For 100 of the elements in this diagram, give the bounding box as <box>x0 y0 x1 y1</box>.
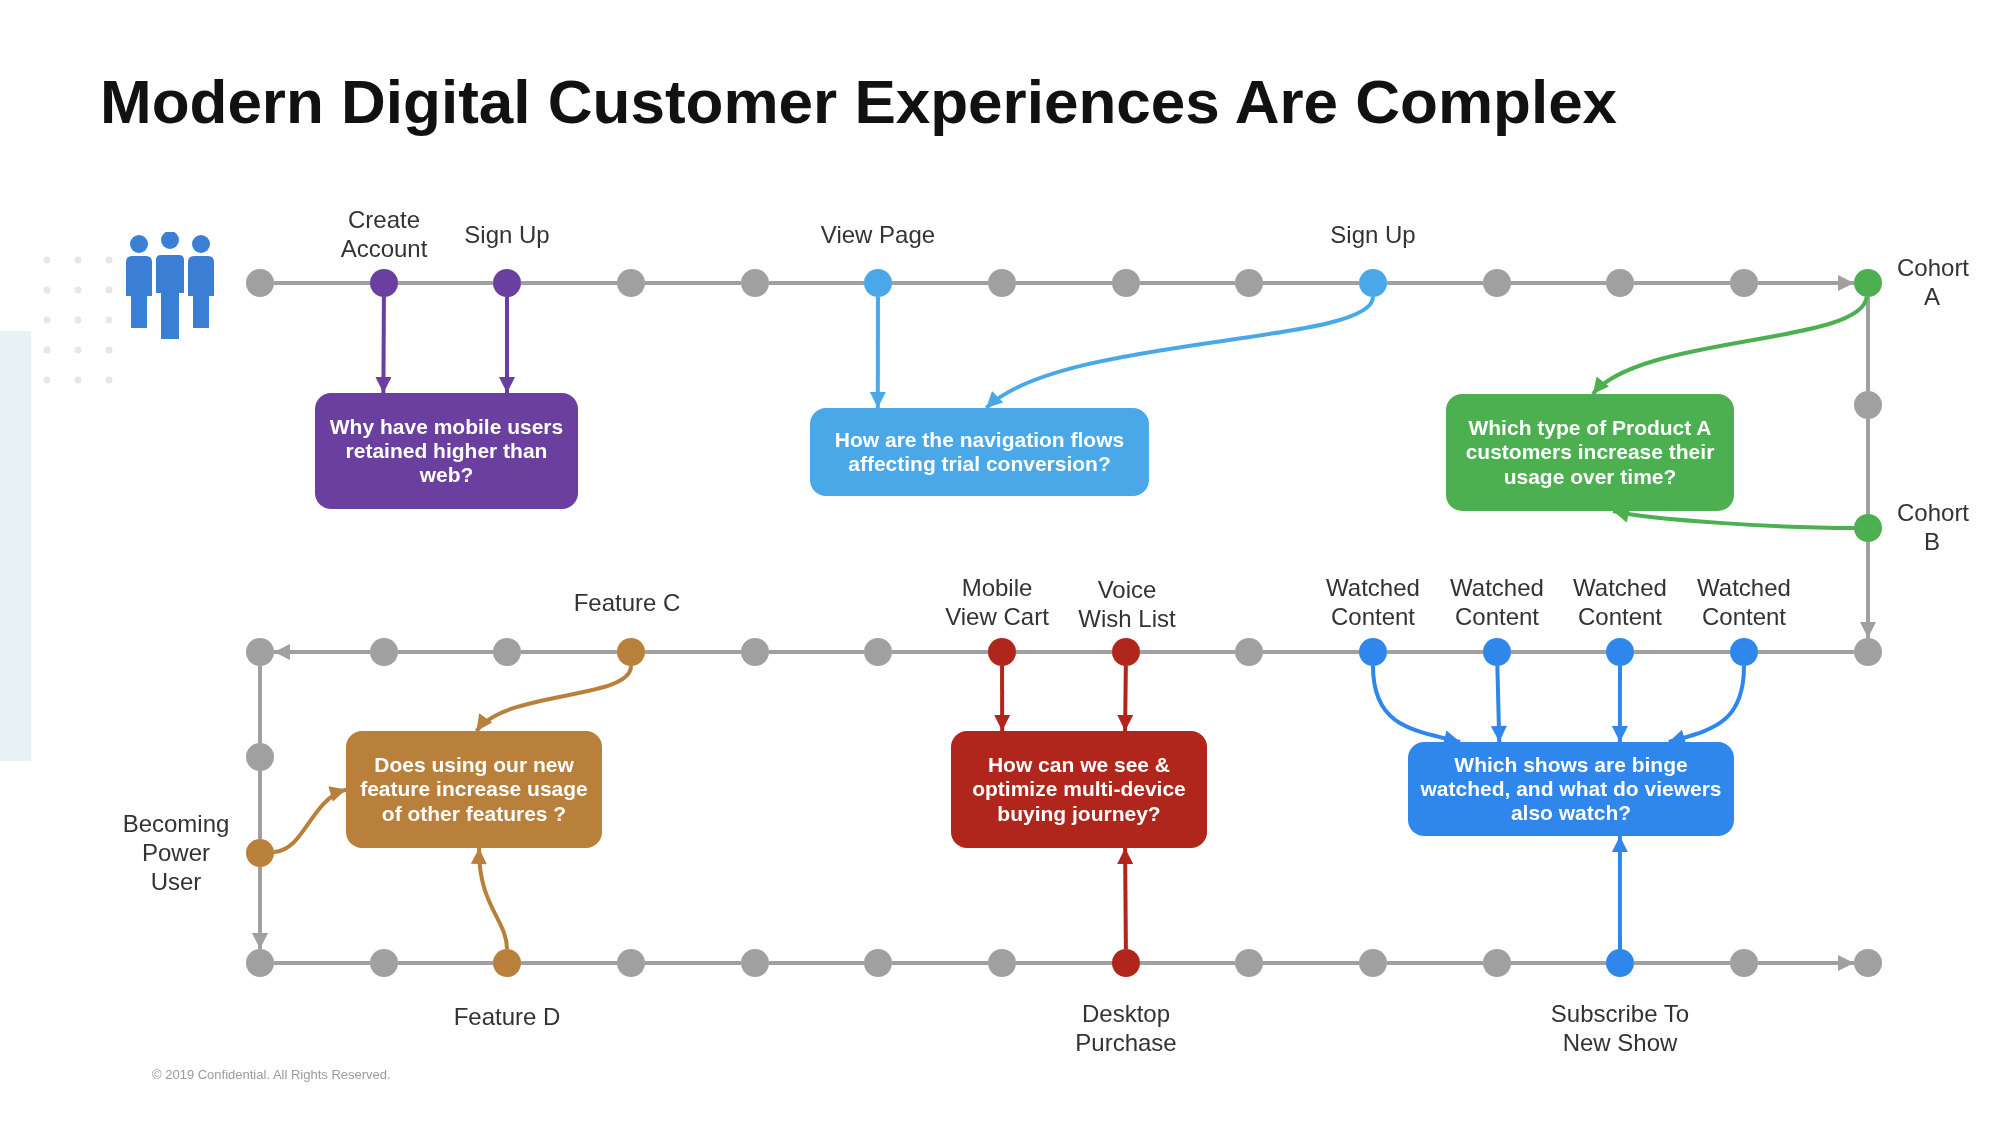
step-dot <box>246 743 274 771</box>
title: Modern Digital Customer Experiences Are Complex <box>100 66 1618 137</box>
step-dot <box>1854 269 1882 297</box>
step-dot <box>1854 949 1882 977</box>
arrow <box>869 297 886 408</box>
connector-line <box>1511 650 1606 654</box>
step-label: Feature D <box>452 1003 562 1032</box>
step-label: Becoming Power User <box>121 809 231 897</box>
question-card: Does using our new feature increase usage of other features ? <box>346 731 602 848</box>
connector-line <box>1263 961 1359 965</box>
connector-line <box>769 961 864 965</box>
step-dot <box>493 638 521 666</box>
step-dot <box>1483 269 1511 297</box>
question-card: Why have mobile users retained higher than web? <box>315 393 578 509</box>
step-dot <box>741 638 769 666</box>
connector-line <box>398 281 493 285</box>
connector-line <box>892 961 988 965</box>
step-dot <box>617 949 645 977</box>
step-label: Cohort A <box>1897 254 1967 312</box>
step-dot <box>370 269 398 297</box>
connector-line <box>769 281 864 285</box>
step-dot <box>246 269 274 297</box>
connector-line <box>1140 650 1235 654</box>
step-dot <box>988 949 1016 977</box>
connector-line <box>1634 650 1730 654</box>
step-label: Watched Content <box>1449 574 1545 632</box>
connector-line <box>1263 650 1359 654</box>
arrow <box>1117 665 1134 732</box>
step-dot <box>1483 638 1511 666</box>
connector-line <box>521 961 617 965</box>
step-dot <box>493 949 521 977</box>
connector-line <box>398 650 493 654</box>
step-dot <box>1235 638 1263 666</box>
connector-line <box>274 961 370 965</box>
connector-line <box>1387 650 1483 654</box>
arrow <box>274 644 370 660</box>
step-dot <box>1359 638 1387 666</box>
step-dot <box>1606 269 1634 297</box>
question-card: How are the navigation flows affecting trial conversion? <box>810 408 1149 496</box>
step-dot <box>1235 949 1263 977</box>
arrow <box>1758 275 1854 291</box>
step-dot <box>988 638 1016 666</box>
connector-line <box>258 666 262 743</box>
step-dot <box>1483 949 1511 977</box>
connector-line <box>645 650 741 654</box>
step-dot <box>1730 269 1758 297</box>
step-dot <box>246 949 274 977</box>
arrow <box>471 847 509 950</box>
connector-line <box>521 650 617 654</box>
step-dot <box>1854 391 1882 419</box>
arrow <box>985 296 1375 410</box>
copyright-text: © 2019 Confidential. All Rights Reserved. <box>152 1067 391 1082</box>
arrow <box>1117 848 1134 950</box>
connector-line <box>1866 297 1870 391</box>
step-dot <box>864 949 892 977</box>
step-label: Cohort B <box>1897 499 1967 557</box>
step-dot <box>864 638 892 666</box>
step-dot <box>370 949 398 977</box>
arrow <box>273 787 347 855</box>
connector-line <box>1016 961 1112 965</box>
arrow <box>1860 542 1876 638</box>
step-dot <box>1606 949 1634 977</box>
connector-line <box>1140 281 1235 285</box>
connector-line <box>1634 281 1730 285</box>
connector-line <box>645 961 741 965</box>
step-dot <box>246 638 274 666</box>
connector-line <box>398 961 493 965</box>
connector-line <box>274 281 370 285</box>
connector-line <box>1866 419 1870 514</box>
connector-line <box>1140 961 1235 965</box>
step-dot <box>988 269 1016 297</box>
step-dot <box>1730 638 1758 666</box>
step-dot <box>1606 638 1634 666</box>
step-label: Create Account <box>339 206 429 264</box>
question-card: Which shows are binge watched, and what do viewers also watch? <box>1408 742 1734 836</box>
step-label: Feature C <box>572 589 682 618</box>
arrow <box>994 666 1011 731</box>
step-dot <box>1112 638 1140 666</box>
connector-line <box>258 771 262 839</box>
arrow <box>375 297 392 393</box>
step-dot <box>370 638 398 666</box>
step-dot <box>1854 638 1882 666</box>
arrow <box>1758 955 1854 971</box>
connector-line <box>1016 281 1112 285</box>
step-label: Mobile View Cart <box>944 574 1050 632</box>
question-card: How can we see & optimize multi-device buying journey? <box>951 731 1207 848</box>
connector-line <box>1016 650 1112 654</box>
step-dot <box>1112 269 1140 297</box>
connector-line <box>892 281 988 285</box>
connector-line <box>1511 281 1606 285</box>
step-label: Sign Up <box>463 221 551 250</box>
step-label: Desktop Purchase <box>1074 1000 1178 1058</box>
step-dot <box>864 269 892 297</box>
step-dot <box>1235 269 1263 297</box>
step-dot <box>617 269 645 297</box>
step-label: Sign Up <box>1329 221 1417 250</box>
arrow <box>1611 836 1628 949</box>
arrow <box>475 665 633 733</box>
step-dot <box>741 269 769 297</box>
step-dot <box>617 638 645 666</box>
